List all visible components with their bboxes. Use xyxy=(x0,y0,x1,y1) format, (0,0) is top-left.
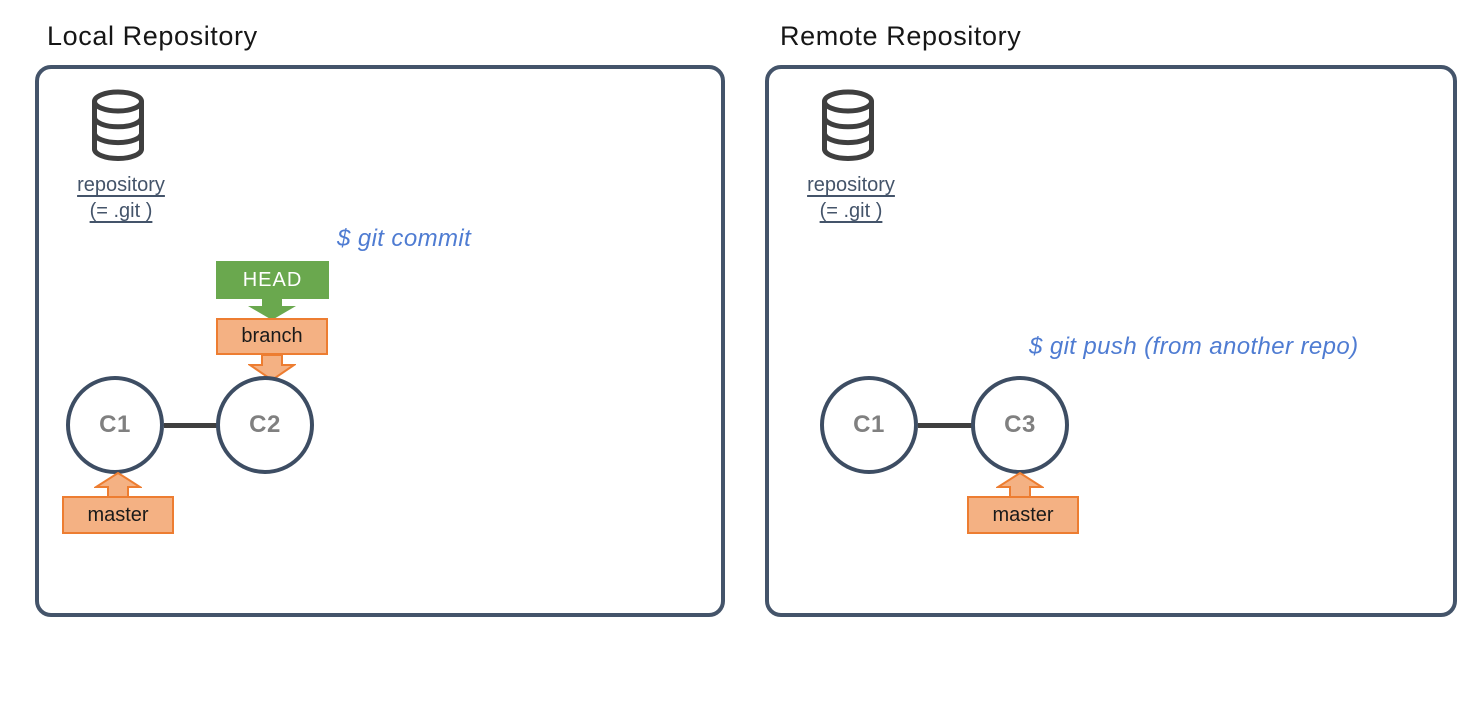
branch-down-arrow-icon xyxy=(248,354,296,381)
local-repository-panel: repository (= .git ) $ git commit HEAD b… xyxy=(35,65,725,617)
commit-node-c1: C1 xyxy=(66,376,164,474)
commit-node-label: C2 xyxy=(249,411,281,438)
commit-node-label: C3 xyxy=(1004,411,1036,438)
git-push-command-text: $ git push (from another repo) xyxy=(1029,333,1359,360)
head-pointer-box: HEAD xyxy=(216,261,329,299)
remote-repository-panel: repository (= .git ) $ git push (from an… xyxy=(765,65,1457,617)
repository-label-line1: repository xyxy=(807,174,895,196)
commit-node-c1: C1 xyxy=(820,376,918,474)
repository-label-line2: (= .git ) xyxy=(819,200,883,223)
commit-node-c2: C2 xyxy=(216,376,314,474)
repository-label-line1: repository xyxy=(77,174,165,196)
commit-connector-line xyxy=(164,423,218,428)
commit-connector-line xyxy=(918,423,972,428)
master-pointer-box: master xyxy=(62,496,174,534)
master-up-arrow-icon xyxy=(996,472,1044,498)
master-pointer-box: master xyxy=(967,496,1079,534)
commit-node-c3: C3 xyxy=(971,376,1069,474)
database-icon xyxy=(92,89,144,161)
head-down-arrow-icon xyxy=(248,298,296,320)
repository-label: repository (= .git ) xyxy=(791,172,911,225)
database-icon xyxy=(822,89,874,161)
commit-node-label: C1 xyxy=(99,411,131,438)
remote-repository-title: Remote Repository xyxy=(780,21,1022,51)
master-up-arrow-icon xyxy=(94,472,142,498)
repository-label-line2: (= .git ) xyxy=(89,200,153,223)
commit-node-label: C1 xyxy=(853,411,885,438)
local-repository-title: Local Repository xyxy=(47,21,258,51)
git-commit-command-text: $ git commit xyxy=(337,225,472,252)
branch-pointer-box: branch xyxy=(216,318,328,355)
repository-label: repository (= .git ) xyxy=(61,172,181,225)
